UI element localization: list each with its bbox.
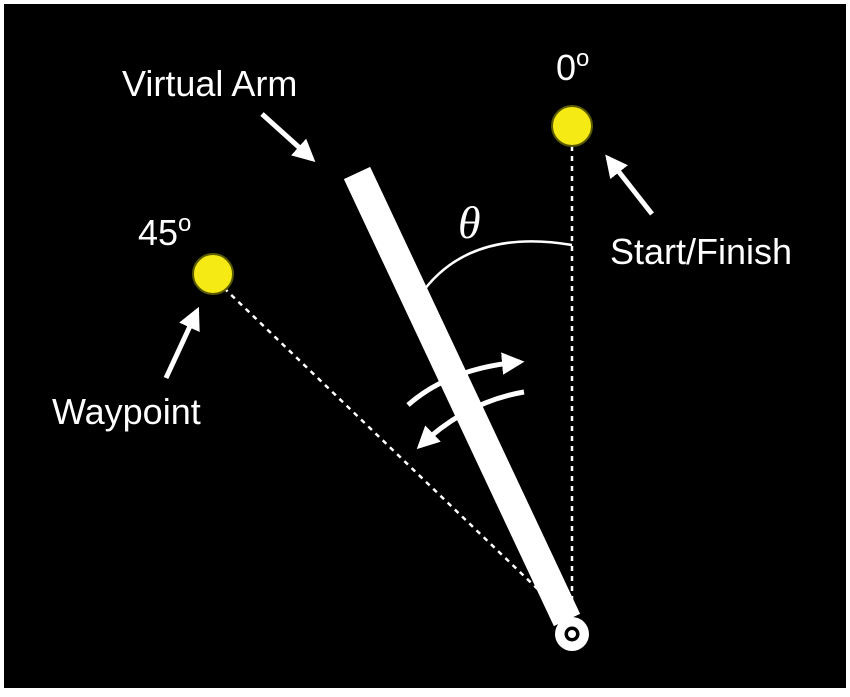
zero-degree-value: 0 xyxy=(556,47,576,88)
zero-degree-superscript: o xyxy=(576,45,589,72)
start-finish-target xyxy=(551,105,593,147)
start-finish-label: Start/Finish xyxy=(610,231,792,272)
virtual-arm xyxy=(343,166,581,627)
waypoint-pointer-arrow xyxy=(163,306,200,380)
waypoint-target xyxy=(192,253,234,295)
rotate-counterclockwise-arrow xyxy=(416,389,525,450)
pivot-center xyxy=(568,630,576,638)
waypoint-label: Waypoint xyxy=(52,391,201,432)
forty-five-degree-value: 45 xyxy=(138,212,178,253)
forty-five-degree-label: 45o xyxy=(138,210,191,253)
rotate-clockwise-arrow xyxy=(406,352,525,407)
theta-label: θ xyxy=(458,197,481,248)
waypoint-dashed-line xyxy=(223,287,573,623)
virtual-arm-label: Virtual Arm xyxy=(122,63,297,104)
forty-five-degree-superscript: o xyxy=(178,210,191,237)
virtual-arm-pointer-arrow xyxy=(260,112,316,163)
start-finish-pointer-arrow xyxy=(605,154,654,216)
theta-arc xyxy=(423,240,573,291)
zero-degree-label: 0o xyxy=(556,45,589,88)
